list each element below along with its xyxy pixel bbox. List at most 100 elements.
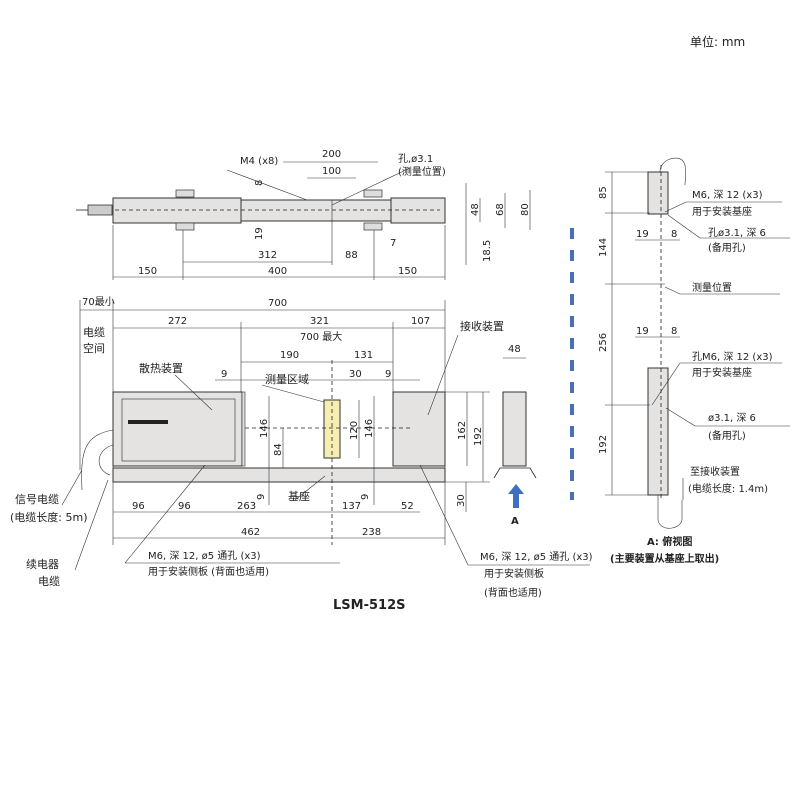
- dim-200: 200: [322, 149, 341, 160]
- dim-68: 68: [495, 203, 506, 216]
- dim-96: 96: [132, 501, 145, 512]
- hole-bottom-note: (备用孔): [708, 429, 746, 442]
- dim-150-left: 150: [138, 266, 157, 277]
- logo-block: [128, 420, 168, 424]
- view-caption-note: (主要装置从基座上取出): [610, 552, 719, 565]
- dim-9: 9: [385, 369, 391, 380]
- measure-area-label: 测量区域: [265, 373, 309, 386]
- dim-107: 107: [411, 316, 430, 327]
- leader-line: [294, 475, 326, 501]
- cable-space-label: 电缆: [83, 326, 105, 339]
- relay-label: 续电器: [26, 557, 59, 571]
- leader-line: [226, 169, 308, 201]
- leader-line: [665, 407, 696, 427]
- unit-label: 单位: mm: [690, 34, 745, 49]
- to-receiver-label: 至接收装置: [690, 465, 740, 478]
- leader-line: [261, 384, 325, 403]
- hole-top-label: 孔ø3.1, 深 6: [708, 227, 766, 239]
- dim-238: 238: [362, 527, 381, 538]
- cable: [81, 429, 114, 491]
- dim-263: 263: [237, 501, 256, 512]
- model-title: LSM-512S: [333, 598, 405, 613]
- dim-137: 137: [342, 501, 361, 512]
- base-label: 基座: [288, 489, 310, 503]
- mount-bracket: [363, 189, 383, 198]
- measure-area-bar: [323, 399, 341, 459]
- dim-162: 162: [457, 421, 468, 440]
- dim-84: 84: [273, 443, 284, 456]
- m6-top-label: M6, 深 12 (x3): [692, 189, 763, 201]
- dim-30: 30: [349, 369, 362, 380]
- dim-146: 146: [259, 419, 270, 438]
- dim-700-max: 700 最大: [300, 330, 342, 343]
- dim-8: 8: [671, 229, 677, 240]
- dim-400: 400: [268, 266, 287, 277]
- measure-position-label: 测量位置: [692, 281, 732, 294]
- leader-line: [74, 479, 109, 571]
- cable-length-label: (电缆长度: 1.4m): [688, 482, 768, 495]
- cable-space-label-2: 空间: [83, 341, 105, 355]
- hole-label: 孔,ø3.1: [398, 153, 433, 165]
- dim-18-5: 18.5: [482, 240, 493, 262]
- receiver-box: [392, 391, 446, 467]
- dim-120: 120: [349, 421, 360, 440]
- top-view: M4 (x8) 孔,ø3.1 (测量位置) 200 100 8 19 312 8…: [76, 149, 531, 280]
- cable: [657, 495, 683, 529]
- dim-190: 190: [280, 350, 299, 361]
- dim-96: 96: [178, 501, 191, 512]
- dim-700: 700: [268, 298, 287, 309]
- signal-cable-length: (电缆长度: 5m): [10, 510, 88, 524]
- dim-321: 321: [310, 316, 329, 327]
- leader-line: [427, 334, 459, 416]
- view-caption: A: 俯视图: [647, 535, 692, 548]
- m6-bottom-label: 孔M6, 深 12 (x3): [692, 351, 773, 363]
- label-plate: [121, 398, 236, 462]
- side-view-a: 85 144 256 192 M6, 深 12 (x3) 用于安装基座 孔ø3.…: [598, 157, 790, 565]
- m6-bottom-note: 用于安装基座: [692, 366, 752, 379]
- base-plate: [112, 467, 446, 483]
- bottom-unit: [647, 367, 669, 496]
- dim-9: 9: [360, 494, 371, 500]
- dim-144: 144: [598, 238, 609, 257]
- mount-bracket: [175, 222, 195, 231]
- m4-label: M4 (x8): [240, 156, 278, 167]
- note-right-2: 用于安装侧板: [484, 567, 544, 580]
- dim-19: 19: [636, 326, 649, 337]
- dim-312: 312: [258, 250, 277, 261]
- dim-256: 256: [598, 333, 609, 352]
- dim-48: 48: [470, 203, 481, 216]
- dim-8: 8: [671, 326, 677, 337]
- side-plate: [241, 391, 246, 467]
- signal-cable-label: 信号电缆: [15, 493, 59, 506]
- leader-line: [651, 362, 681, 406]
- leader-line: [664, 286, 681, 295]
- leader-line: [664, 201, 687, 213]
- cable: [659, 157, 687, 186]
- dim-side-48: 48: [508, 344, 521, 355]
- leader-line: [331, 167, 411, 206]
- m6-top-note: 用于安装基座: [692, 205, 752, 218]
- dim-9: 9: [256, 494, 267, 500]
- leader-line: [419, 464, 469, 566]
- dim-70-min: 70最小: [82, 296, 115, 308]
- connector: [87, 204, 113, 216]
- arrow-a-label: A: [511, 516, 519, 527]
- dim-192: 192: [473, 427, 484, 446]
- dim-85: 85: [598, 186, 609, 199]
- dim-52: 52: [401, 501, 414, 512]
- leader-line: [667, 214, 701, 239]
- dim-88: 88: [345, 250, 358, 261]
- transmitter-body: [112, 197, 242, 224]
- dim-19: 19: [636, 229, 649, 240]
- view-arrow-a: [508, 484, 524, 508]
- dim-272: 272: [168, 316, 187, 327]
- hole-top-note: (备用孔): [708, 241, 746, 254]
- mount-bracket: [175, 189, 195, 198]
- transmitter-box: [112, 391, 243, 467]
- receiver-label: 接收装置: [460, 319, 504, 333]
- dim-100: 100: [322, 166, 341, 177]
- dim-146: 146: [364, 419, 375, 438]
- side-foot: [493, 467, 537, 479]
- note-left-1: M6, 深 12, ø5 通孔 (x3): [148, 550, 261, 562]
